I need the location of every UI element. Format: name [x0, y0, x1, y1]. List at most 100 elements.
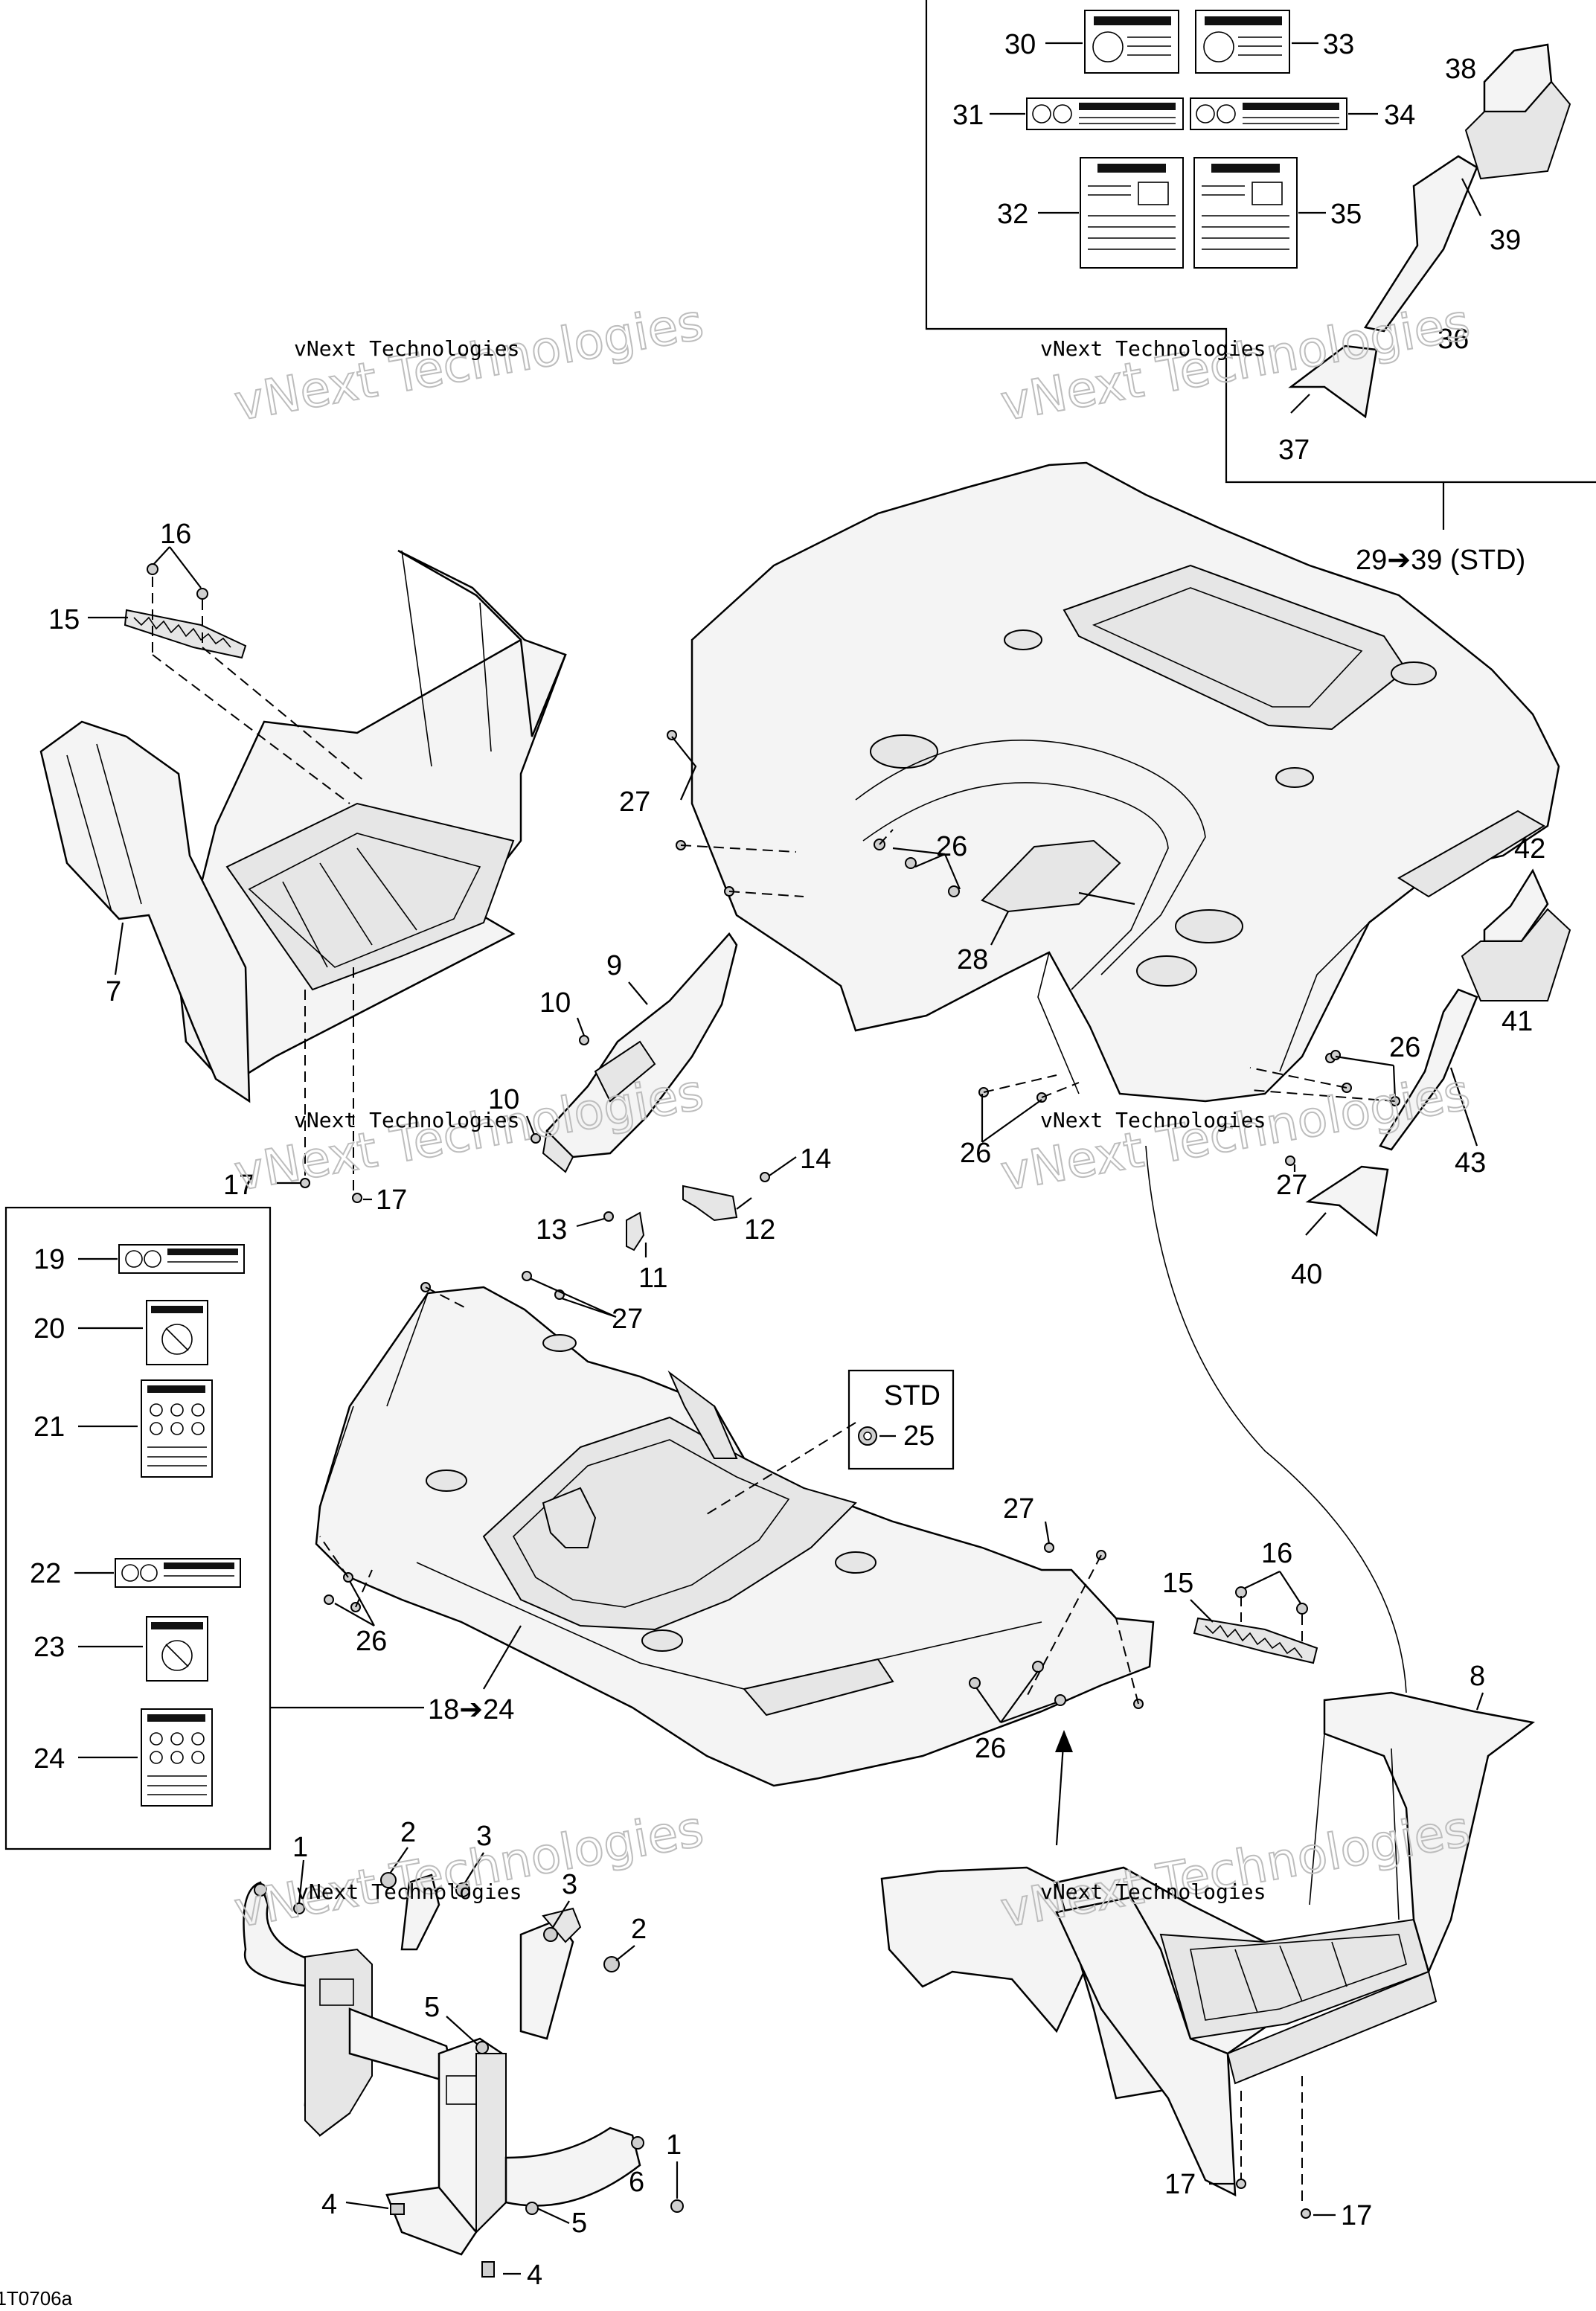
callout-11: 11	[638, 1263, 667, 1294]
callout-9: 9	[606, 950, 622, 981]
bumper-fasteners	[293, 1847, 684, 2278]
callout-10b: 10	[488, 1084, 519, 1115]
callout-26a: 26	[936, 831, 967, 862]
callout-14: 14	[800, 1144, 831, 1175]
callout-15a: 15	[48, 604, 80, 635]
callout-17c: 17	[1164, 2169, 1196, 2200]
watermark-small: vNext Technologies	[1040, 336, 1266, 361]
callout-18: 18➔24	[428, 1694, 514, 1725]
callout-27d: 27	[1003, 1493, 1034, 1525]
watermark-small: vNext Technologies	[1040, 1879, 1266, 1904]
callout-27b: 27	[1276, 1170, 1307, 1201]
fender-tip-37	[1288, 344, 1378, 419]
callout-5b: 5	[571, 2208, 587, 2239]
callout-34: 34	[1384, 100, 1415, 131]
rear-decal-box	[925, 0, 1596, 530]
callout-26b: 26	[1389, 1032, 1420, 1063]
watermark-big: vNext Technologies	[230, 1063, 707, 1202]
callout-35: 35	[1330, 199, 1362, 230]
callout-22: 22	[30, 1558, 61, 1589]
decal-30	[1084, 10, 1179, 74]
callout-3b: 3	[562, 1869, 577, 1900]
callout-16b: 16	[1261, 1538, 1292, 1569]
clip-12	[682, 1185, 738, 1222]
decal-21	[141, 1379, 213, 1478]
callout-31: 31	[952, 100, 984, 131]
watermark-big: vNext Technologies	[996, 293, 1473, 432]
guard-41-42	[1461, 868, 1571, 1001]
callout-38: 38	[1445, 54, 1476, 85]
callout-26e: 26	[975, 1733, 1006, 1764]
mudguard-7	[39, 720, 251, 1103]
callout-17a: 17	[223, 1170, 254, 1201]
fender-tip-40	[1305, 1165, 1389, 1237]
decal-31	[1026, 97, 1184, 130]
decal-19	[118, 1244, 245, 1274]
callout-17b: 17	[376, 1185, 407, 1216]
callout-4b: 4	[527, 2260, 542, 2291]
callout-7: 7	[106, 976, 121, 1007]
front-bumper	[243, 1874, 644, 2256]
decal-33	[1195, 10, 1290, 74]
bracket-9	[542, 932, 738, 1173]
front-fender-body	[315, 1286, 1155, 1787]
decal-35	[1193, 157, 1298, 269]
callout-10a: 10	[539, 987, 571, 1019]
guard-38-39	[1464, 43, 1571, 180]
callout-13: 13	[536, 1214, 567, 1246]
decal-24	[141, 1708, 213, 1807]
decal-23	[146, 1616, 208, 1682]
callout-43: 43	[1455, 1147, 1486, 1179]
callout-3a: 3	[476, 1821, 492, 1852]
front-fender-fasteners	[319, 1271, 1144, 1724]
callout-40: 40	[1291, 1259, 1322, 1290]
figure-code: 31T0706a	[0, 2287, 73, 2310]
watermark-small: vNext Technologies	[294, 1108, 519, 1132]
callout-36: 36	[1438, 324, 1469, 355]
footpeg-15	[124, 609, 247, 659]
callout-6: 6	[629, 2167, 644, 2198]
footpeg-15-right	[1193, 1617, 1318, 1664]
callout-27c: 27	[612, 1304, 643, 1335]
callout-42: 42	[1514, 833, 1545, 865]
callout-26d: 26	[356, 1626, 387, 1657]
watermark-small: vNext Technologies	[296, 1879, 522, 1904]
callout-17d: 17	[1341, 2200, 1372, 2231]
callout-4a: 4	[321, 2189, 337, 2220]
flare-36	[1363, 155, 1478, 333]
flare-43	[1379, 988, 1478, 1151]
watermark-small: vNext Technologies	[1040, 1108, 1266, 1132]
callout-16a: 16	[160, 519, 191, 550]
callout-26c: 26	[960, 1138, 991, 1169]
callout-20: 20	[33, 1313, 65, 1344]
watermark-big: vNext Technologies	[996, 1800, 1473, 1939]
rear-fender-body	[690, 461, 1560, 1103]
callout-2b: 2	[631, 1914, 647, 1945]
callout-41: 41	[1502, 1006, 1533, 1037]
callout-28: 28	[957, 944, 988, 975]
decal-20	[146, 1300, 208, 1365]
callout-2a: 2	[400, 1817, 416, 1848]
pin-11	[626, 1211, 645, 1251]
callout-15b: 15	[1162, 1568, 1193, 1599]
callout-12: 12	[744, 1214, 775, 1246]
std-label: STD	[884, 1380, 940, 1411]
callout-39: 39	[1490, 225, 1521, 256]
std-box	[847, 1369, 955, 1470]
decal-32	[1080, 157, 1184, 269]
callout-25: 25	[903, 1420, 935, 1452]
callout-29: 29➔39 (STD)	[1356, 545, 1525, 576]
callout-19: 19	[33, 1244, 65, 1275]
callout-27a: 27	[619, 786, 650, 818]
decal-22	[115, 1558, 241, 1588]
callout-8: 8	[1470, 1661, 1485, 1692]
callout-24: 24	[33, 1743, 65, 1775]
callout-37: 37	[1278, 435, 1310, 466]
front-decal-box	[4, 1206, 272, 1850]
callout-21: 21	[33, 1411, 65, 1443]
watermark-small: vNext Technologies	[294, 336, 519, 361]
rear-fender-fasteners	[667, 730, 1400, 1172]
watermark-big: vNext Technologies	[230, 293, 707, 432]
callout-33: 33	[1323, 29, 1354, 60]
